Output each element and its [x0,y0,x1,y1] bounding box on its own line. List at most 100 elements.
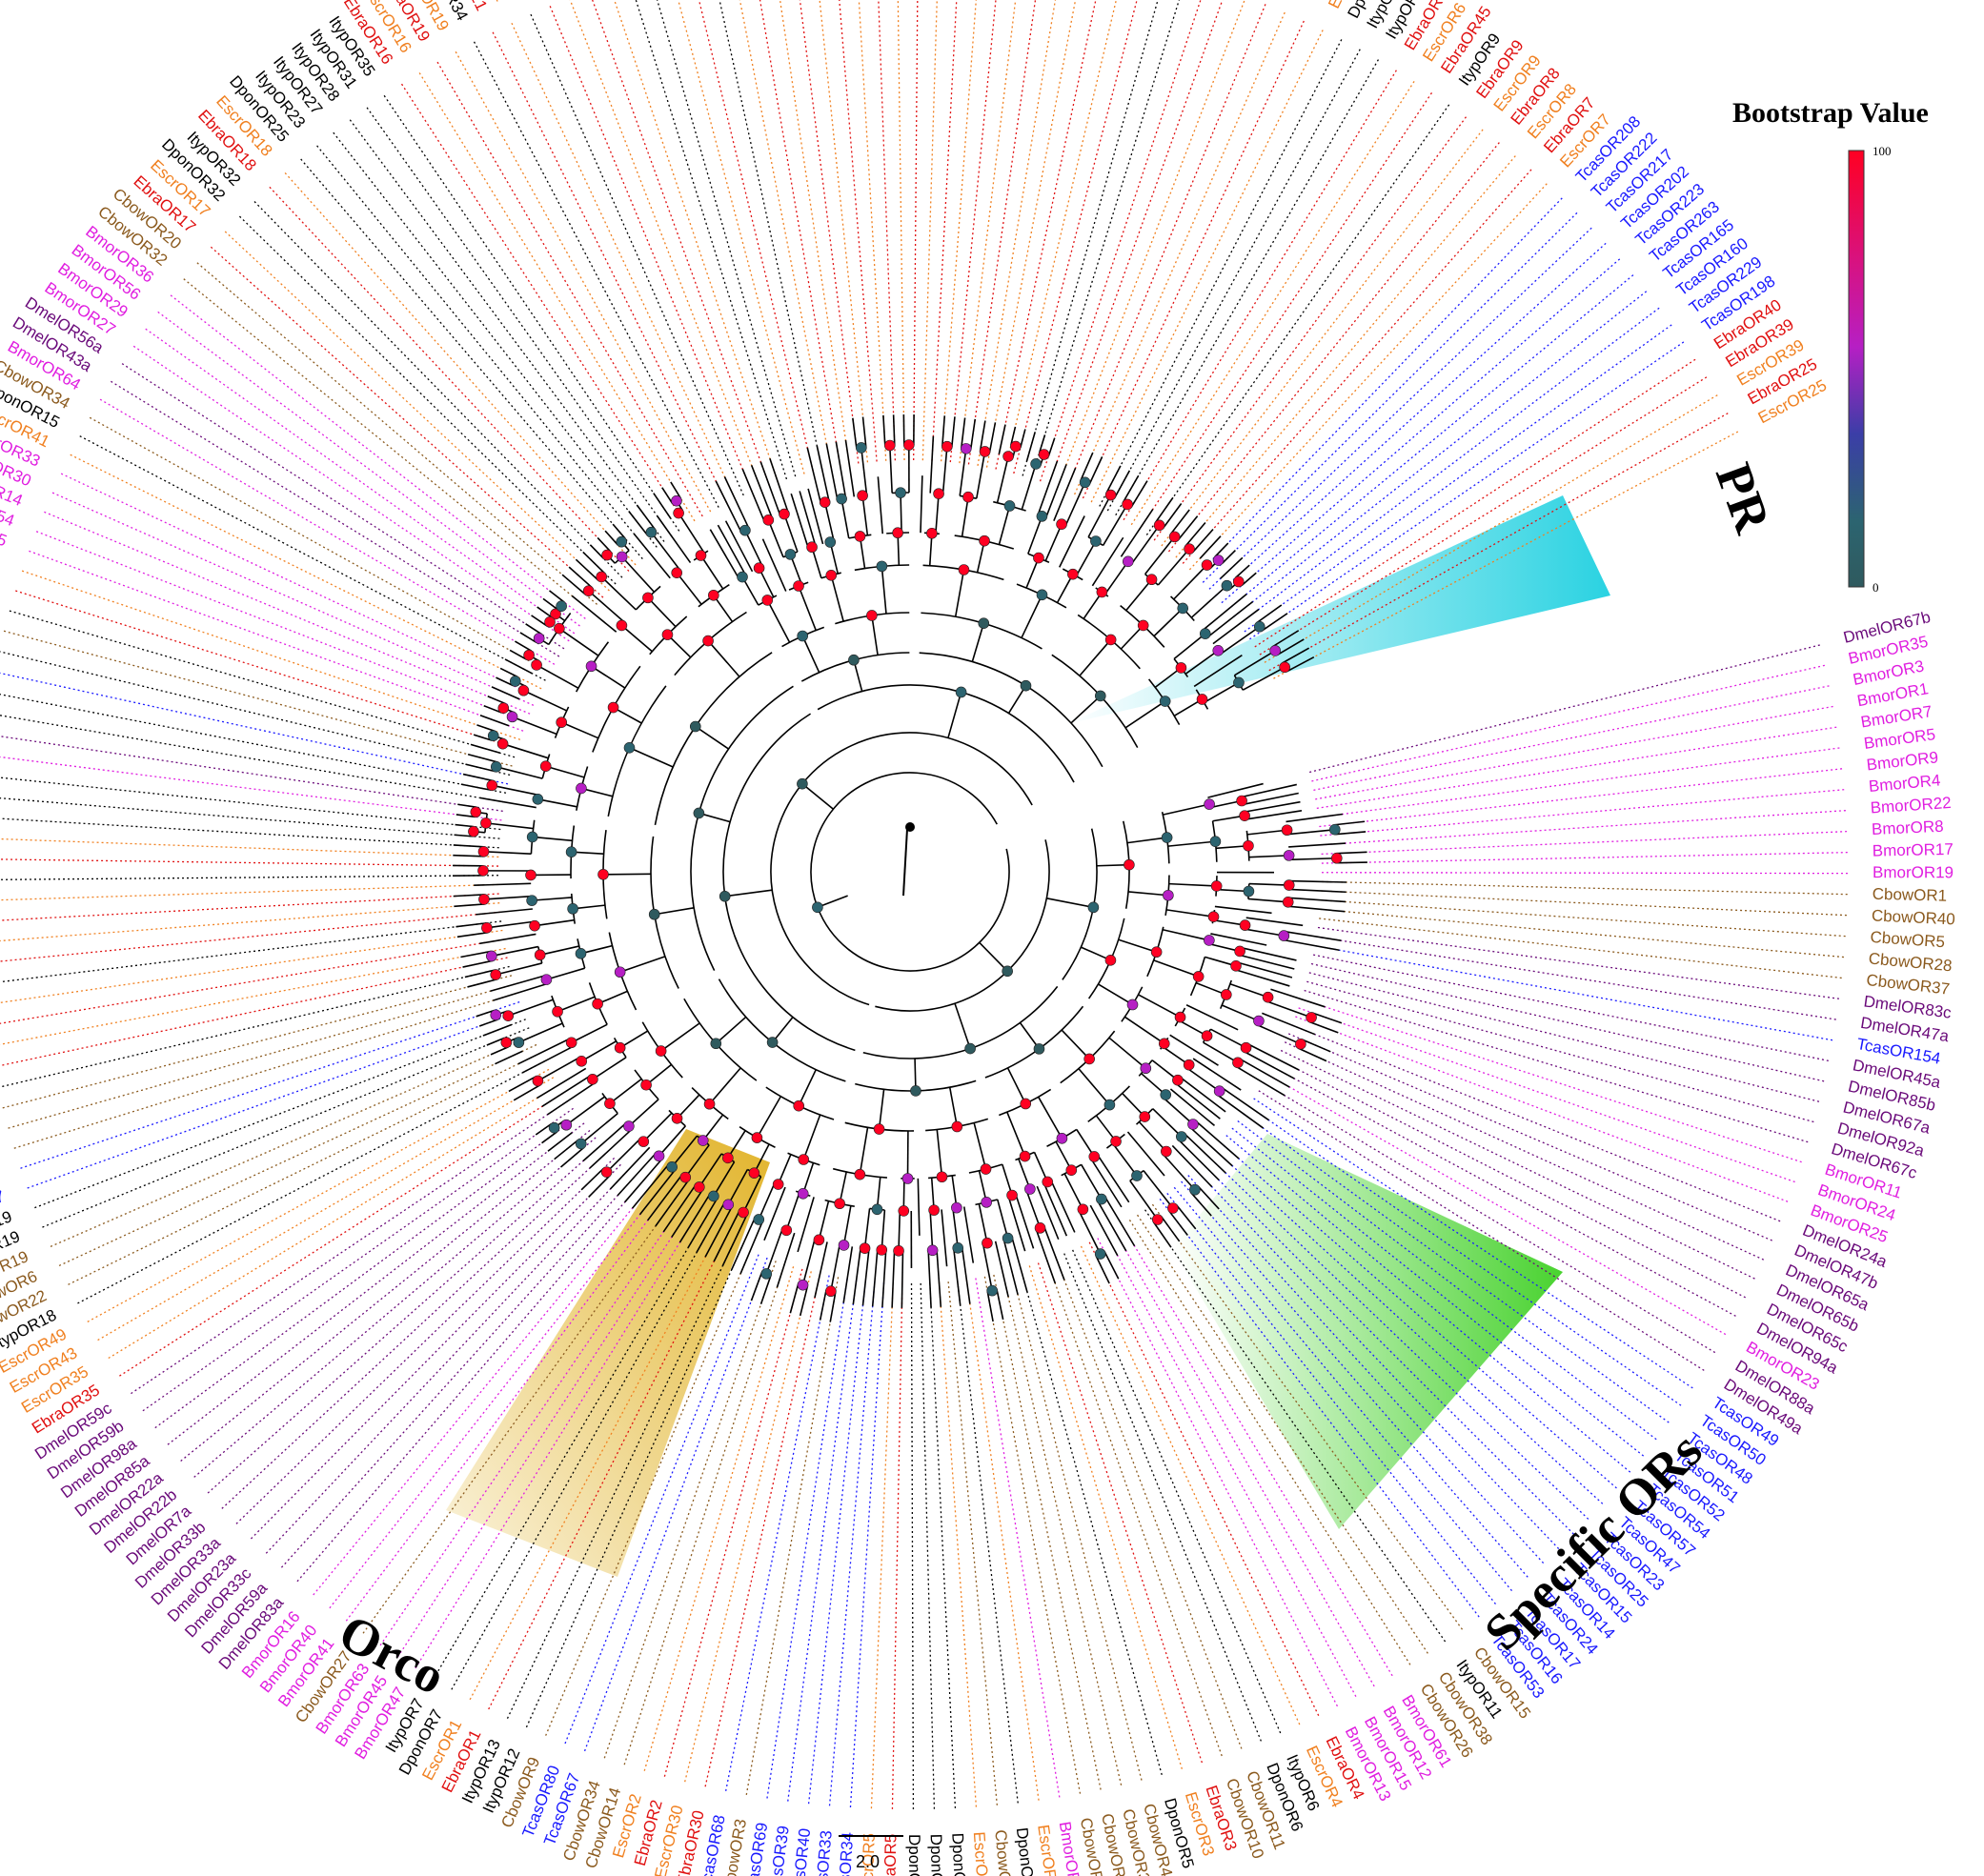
branch-segment [801,783,834,810]
tip-guide-line [57,1043,537,1267]
branch-segment [1221,550,1236,565]
branch-segment [1262,613,1288,632]
tip-guide-line [20,570,521,740]
bootstrap-node [898,1205,910,1217]
tip-guide-line [295,1182,642,1583]
tip-guide-line [1181,1180,1529,1579]
tip-guide-line [739,0,832,469]
branch-segment [536,1067,587,1099]
branch-segment [954,1002,971,1049]
bootstrap-node [702,635,714,647]
branch-segment [998,424,1006,454]
bootstrap-node [779,508,790,520]
tip-guide-line [1273,430,1740,679]
bootstrap-node [604,1098,616,1109]
bootstrap-node [560,1119,573,1131]
tip-guide-line [0,902,500,942]
tip-guide-line [34,530,527,723]
branch-segment [592,1057,627,1080]
bootstrap-legend: Bootstrap Value 100 0 [1732,97,1929,595]
branch-segment [708,1067,741,1105]
branch-segment [852,417,858,449]
tip-guide-line [432,1225,701,1681]
branch-segment [582,551,606,575]
branch-segment [558,628,599,656]
tip-guide-line [130,1099,569,1395]
bootstrap-node [1177,602,1189,615]
branch-segment [988,422,997,453]
tip-guide-line [88,416,551,674]
tip-guide-line [766,1278,848,1800]
bootstrap-node [1168,531,1181,543]
branch-segment [636,504,657,531]
tip-guide-line [564,1254,759,1745]
branch-segment [575,558,599,581]
branch-segment [960,417,966,449]
branch-segment [1282,647,1310,664]
tip-guide-line [1237,1120,1658,1441]
tip-guide-line [1315,705,1834,800]
tip-guide-line [19,1001,520,1170]
tip-label: BmorOR22 [1870,794,1952,817]
tip-guide-line [283,171,637,566]
tip-guide-line [1309,644,1821,774]
branch-segment [859,1127,869,1175]
branch-segment [1204,681,1240,704]
branch-segment [1210,933,1267,946]
tip-label: CbowOR40 [1872,906,1956,928]
tip-guide-line [1313,685,1831,791]
bootstrap-node [1232,1057,1244,1069]
tip-guide-line [529,12,744,496]
bootstrap-node [1002,451,1014,462]
branch-segment [517,1038,571,1065]
bootstrap-node [655,1045,667,1057]
branch-segment [1007,1196,1026,1252]
tip-guide-line [1137,1214,1429,1655]
branch-segment [1138,1120,1167,1153]
bootstrap-node [1139,1111,1151,1122]
bootstrap-node [1087,901,1100,914]
branch-segment [1242,792,1299,806]
bootstrap-node [871,1203,883,1216]
bootstrap-node [979,446,991,457]
bootstrap-node [1140,1062,1152,1075]
bootstrap-node [1233,676,1245,689]
tip-guide-line [312,1188,649,1597]
branch-segment [1185,1067,1221,1092]
branch-segment [1284,930,1342,941]
tip-guide-line [383,94,680,532]
bootstrap-node [856,442,867,454]
branch-segment [1198,1185,1220,1210]
branch-segment [1192,528,1214,553]
bootstrap-node [903,439,915,451]
bootstrap-node [812,901,823,914]
tip-guide-line [98,398,556,665]
bootstrap-node [1002,965,1013,978]
branch-segment [818,1200,830,1241]
branch-segment [545,765,585,778]
branch-segment [759,1275,772,1305]
branch-segment [1037,460,1059,515]
tip-guide-line [0,929,503,1004]
branch-segment [996,1199,1009,1239]
branch-segment [453,854,484,857]
branch-segment [568,566,593,589]
bootstrap-node [825,570,838,581]
tip-guide-line [525,1246,742,1729]
branch-segment [464,969,496,978]
tip-guide-line [1264,393,1719,663]
branch-segment [453,844,484,848]
branch-segment [1063,1173,1084,1210]
tip-guide-line [141,1107,574,1412]
bootstrap-node [1279,661,1290,674]
tip-label: CbowOR28 [1868,949,1953,975]
bootstrap-node [719,890,731,902]
bootstrap-node [1003,500,1016,512]
bootstrap-node [1167,1202,1179,1214]
branch-segment [532,836,573,842]
branch-segment [878,1089,885,1130]
bootstrap-node [556,716,568,728]
branch-segment [1214,542,1229,557]
bootstrap-node [797,1279,809,1291]
bootstrap-node [883,439,896,452]
